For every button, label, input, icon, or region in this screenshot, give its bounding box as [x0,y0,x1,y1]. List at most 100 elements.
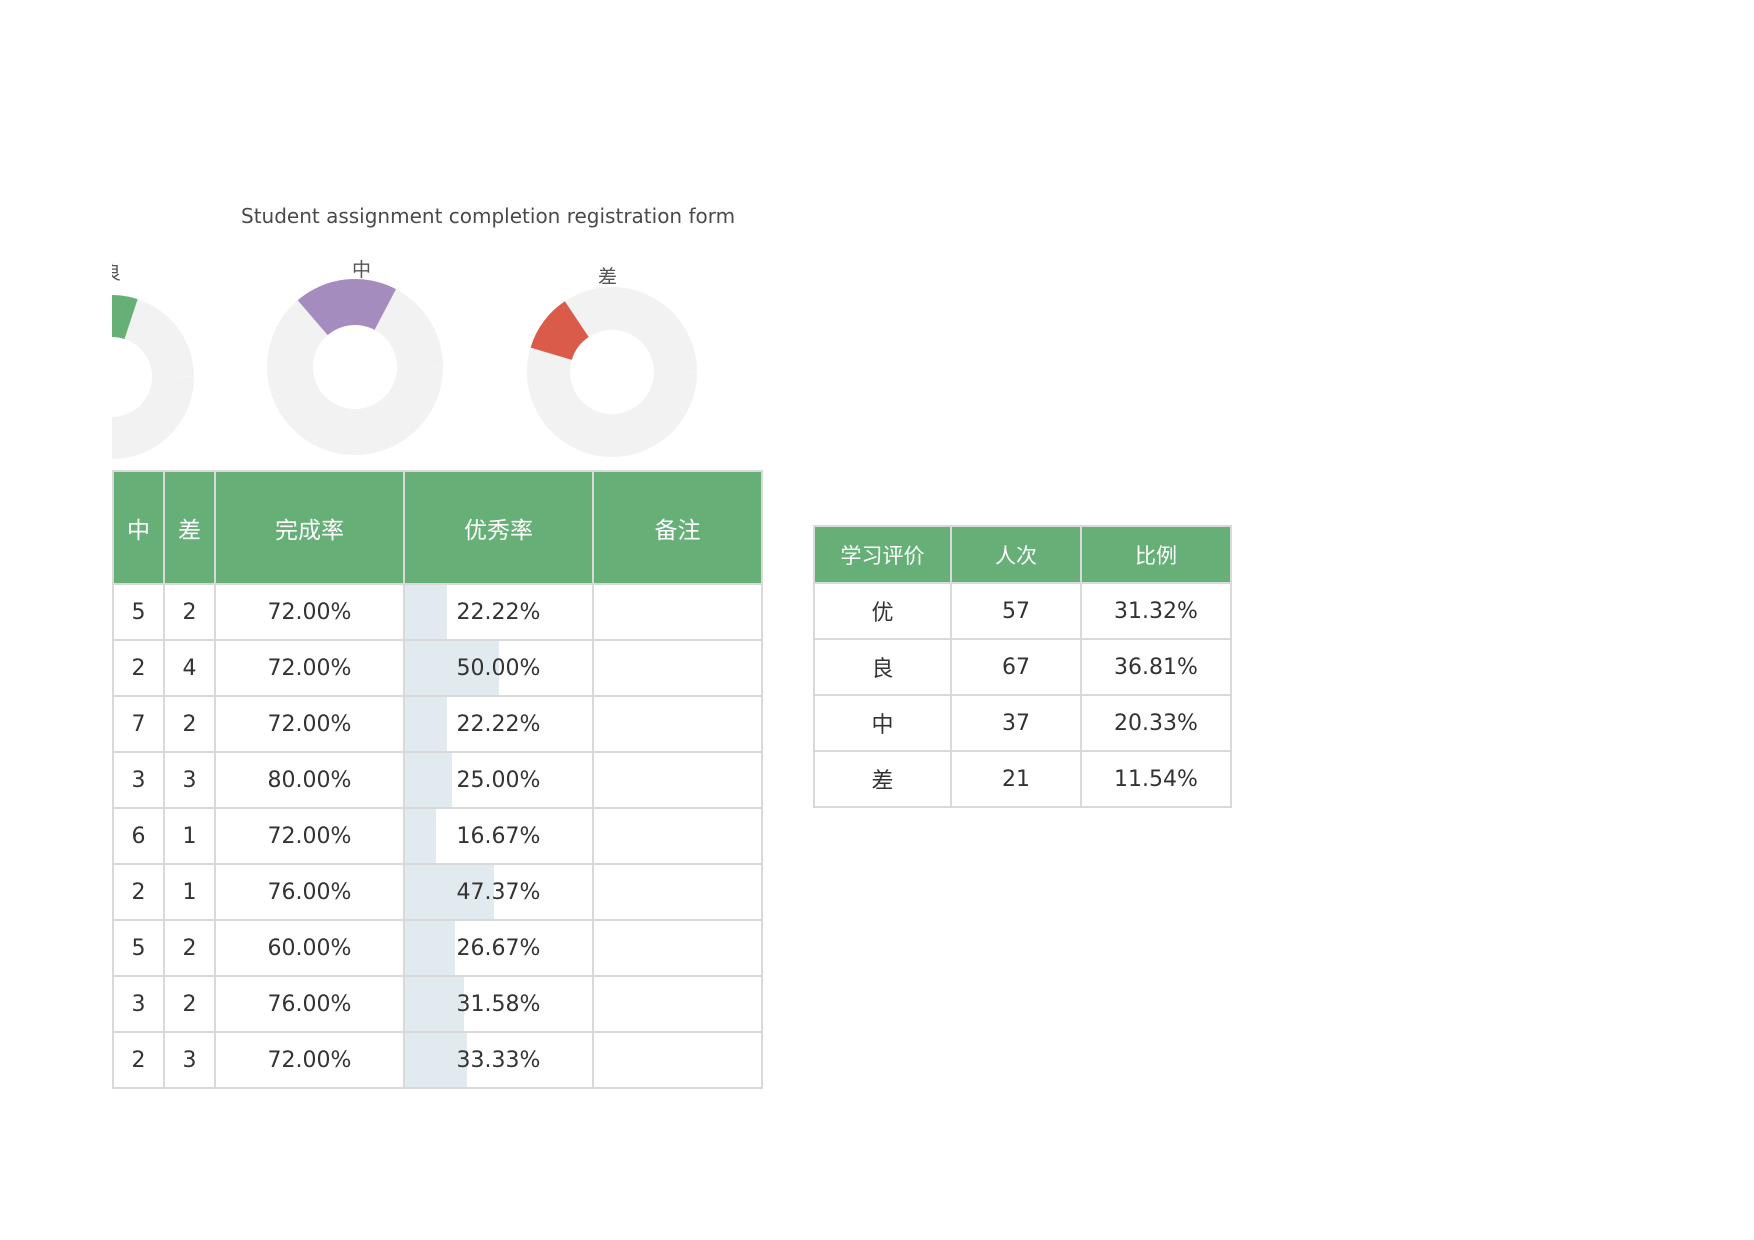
cell-excellent-rate: 50.00% [403,639,594,697]
cell-excellent-rate: 31.58% [403,975,594,1033]
cell-grade: 良 [813,638,952,696]
cell-grade: 优 [813,582,952,640]
cell-note [592,1031,763,1089]
excellent-rate-bar [405,1033,468,1087]
form-title: Student assignment completion registrati… [241,204,736,228]
donut-track [527,286,697,457]
summary-header-row: 学习评价 人次 比例 [813,525,1232,584]
cell-mid: 5 [112,583,165,641]
cell-count: 21 [950,750,1082,808]
cell-count: 57 [950,582,1082,640]
header-completion-rate: 完成率 [214,470,405,585]
excellent-rate-value: 22.22% [456,599,541,625]
cell-mid: 2 [112,1031,165,1089]
cell-completion-rate: 60.00% [214,919,405,977]
excellent-rate-bar [405,921,455,975]
cell-note [592,583,763,641]
cell-poor: 2 [163,919,216,977]
excellent-rate-value: 50.00% [456,655,541,681]
donut-charts [112,278,697,459]
header-mid: 中 [112,470,165,585]
excellent-rate-bar [405,809,437,863]
excellent-rate-value: 33.33% [456,1047,541,1073]
donut-chart-good: 良 [112,258,232,468]
cell-grade: 差 [813,750,952,808]
cell-mid: 7 [112,695,165,753]
cell-mid: 3 [112,751,165,809]
excellent-rate-bar [405,585,447,639]
donut-track [267,278,443,455]
cell-note [592,863,763,921]
excellent-rate-value: 22.22% [456,711,541,737]
cell-note [592,919,763,977]
donut-label-good: 良 [112,258,121,285]
cell-excellent-rate: 22.22% [403,695,594,753]
cell-poor: 2 [163,975,216,1033]
cell-note [592,975,763,1033]
excellent-rate-bar [405,977,465,1031]
cell-mid: 6 [112,807,165,865]
cell-excellent-rate: 33.33% [403,1031,594,1089]
cell-completion-rate: 76.00% [214,975,405,1033]
donut-segment [530,301,589,360]
cell-mid: 5 [112,919,165,977]
header-excellent-rate: 优秀率 [403,470,594,585]
cell-completion-rate: 72.00% [214,695,405,753]
cell-ratio: 11.54% [1080,750,1232,808]
header-ratio: 比例 [1080,525,1232,584]
excellent-rate-bar [405,865,494,919]
cell-poor: 2 [163,583,216,641]
table-header-row: 中 差 完成率 优秀率 备注 [112,470,763,585]
cell-ratio: 20.33% [1080,694,1232,752]
cell-note [592,695,763,753]
donut-label-mid: 中 [352,259,372,281]
excellent-rate-bar [405,753,452,807]
cell-poor: 3 [163,751,216,809]
excellent-rate-value: 31.58% [456,991,541,1017]
cell-count: 37 [950,694,1082,752]
cell-poor: 2 [163,695,216,753]
cell-grade: 中 [813,694,952,752]
excellent-rate-value: 25.00% [456,767,541,793]
cell-completion-rate: 72.00% [214,1031,405,1089]
cell-completion-rate: 72.00% [214,583,405,641]
cell-completion-rate: 72.00% [214,639,405,697]
header-poor: 差 [163,470,216,585]
cell-mid: 3 [112,975,165,1033]
cell-completion-rate: 72.00% [214,807,405,865]
cell-poor: 1 [163,863,216,921]
cell-note [592,807,763,865]
cell-completion-rate: 76.00% [214,863,405,921]
header-notes: 备注 [592,470,763,585]
cell-mid: 2 [112,863,165,921]
cell-ratio: 36.81% [1080,638,1232,696]
cell-ratio: 31.32% [1080,582,1232,640]
cell-excellent-rate: 16.67% [403,807,594,865]
excellent-rate-value: 47.37% [456,879,541,905]
header-evaluation: 学习评价 [813,525,952,584]
cell-note [592,751,763,809]
cell-poor: 1 [163,807,216,865]
cell-completion-rate: 80.00% [214,751,405,809]
cell-excellent-rate: 22.22% [403,583,594,641]
excellent-rate-bar [405,641,499,695]
cell-poor: 3 [163,1031,216,1089]
cell-mid: 2 [112,639,165,697]
donut-segment [297,279,396,336]
cell-poor: 4 [163,639,216,697]
cell-note [592,639,763,697]
donut-ring-good [112,258,232,468]
excellent-rate-value: 16.67% [456,823,541,849]
excellent-rate-value: 26.67% [456,935,541,961]
